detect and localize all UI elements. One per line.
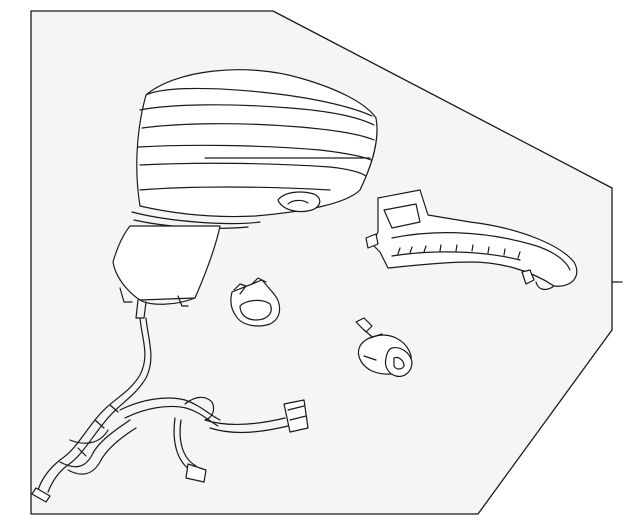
wire-harness-icon [31, 317, 309, 503]
turn-signal-lamp-icon [365, 189, 578, 291]
mirror-assembly-icon [112, 69, 378, 319]
puddle-lamp-icon [230, 277, 281, 327]
camera-icon [355, 317, 413, 377]
